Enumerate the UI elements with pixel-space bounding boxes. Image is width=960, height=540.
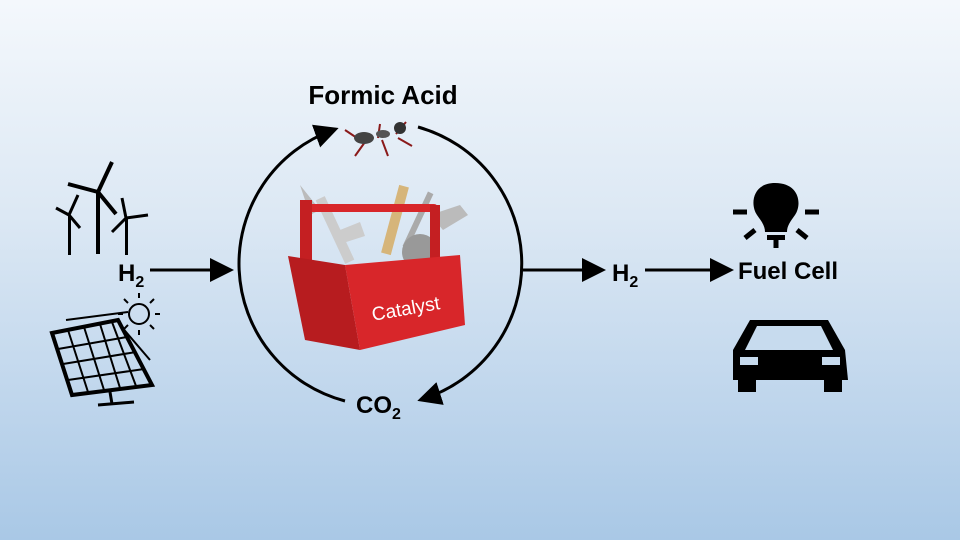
- solar-panel-icon: [49, 317, 156, 407]
- car-icon: [733, 320, 848, 392]
- h2-input-label: H2: [118, 260, 144, 291]
- wind-turbine-icon: [55, 161, 149, 255]
- fuel-cell-label: Fuel Cell: [738, 258, 838, 285]
- cycle-arrow-left: [237, 124, 346, 403]
- co2-label: CO2: [356, 392, 401, 423]
- formic-acid-label: Formic Acid: [308, 80, 457, 110]
- cycle-arrow-right: [417, 125, 524, 405]
- ant-icon: [344, 121, 413, 157]
- light-bulb-icon: [733, 183, 819, 248]
- toolbox-icon: Catalyst: [288, 184, 468, 350]
- h2-output-label: H2: [612, 260, 638, 291]
